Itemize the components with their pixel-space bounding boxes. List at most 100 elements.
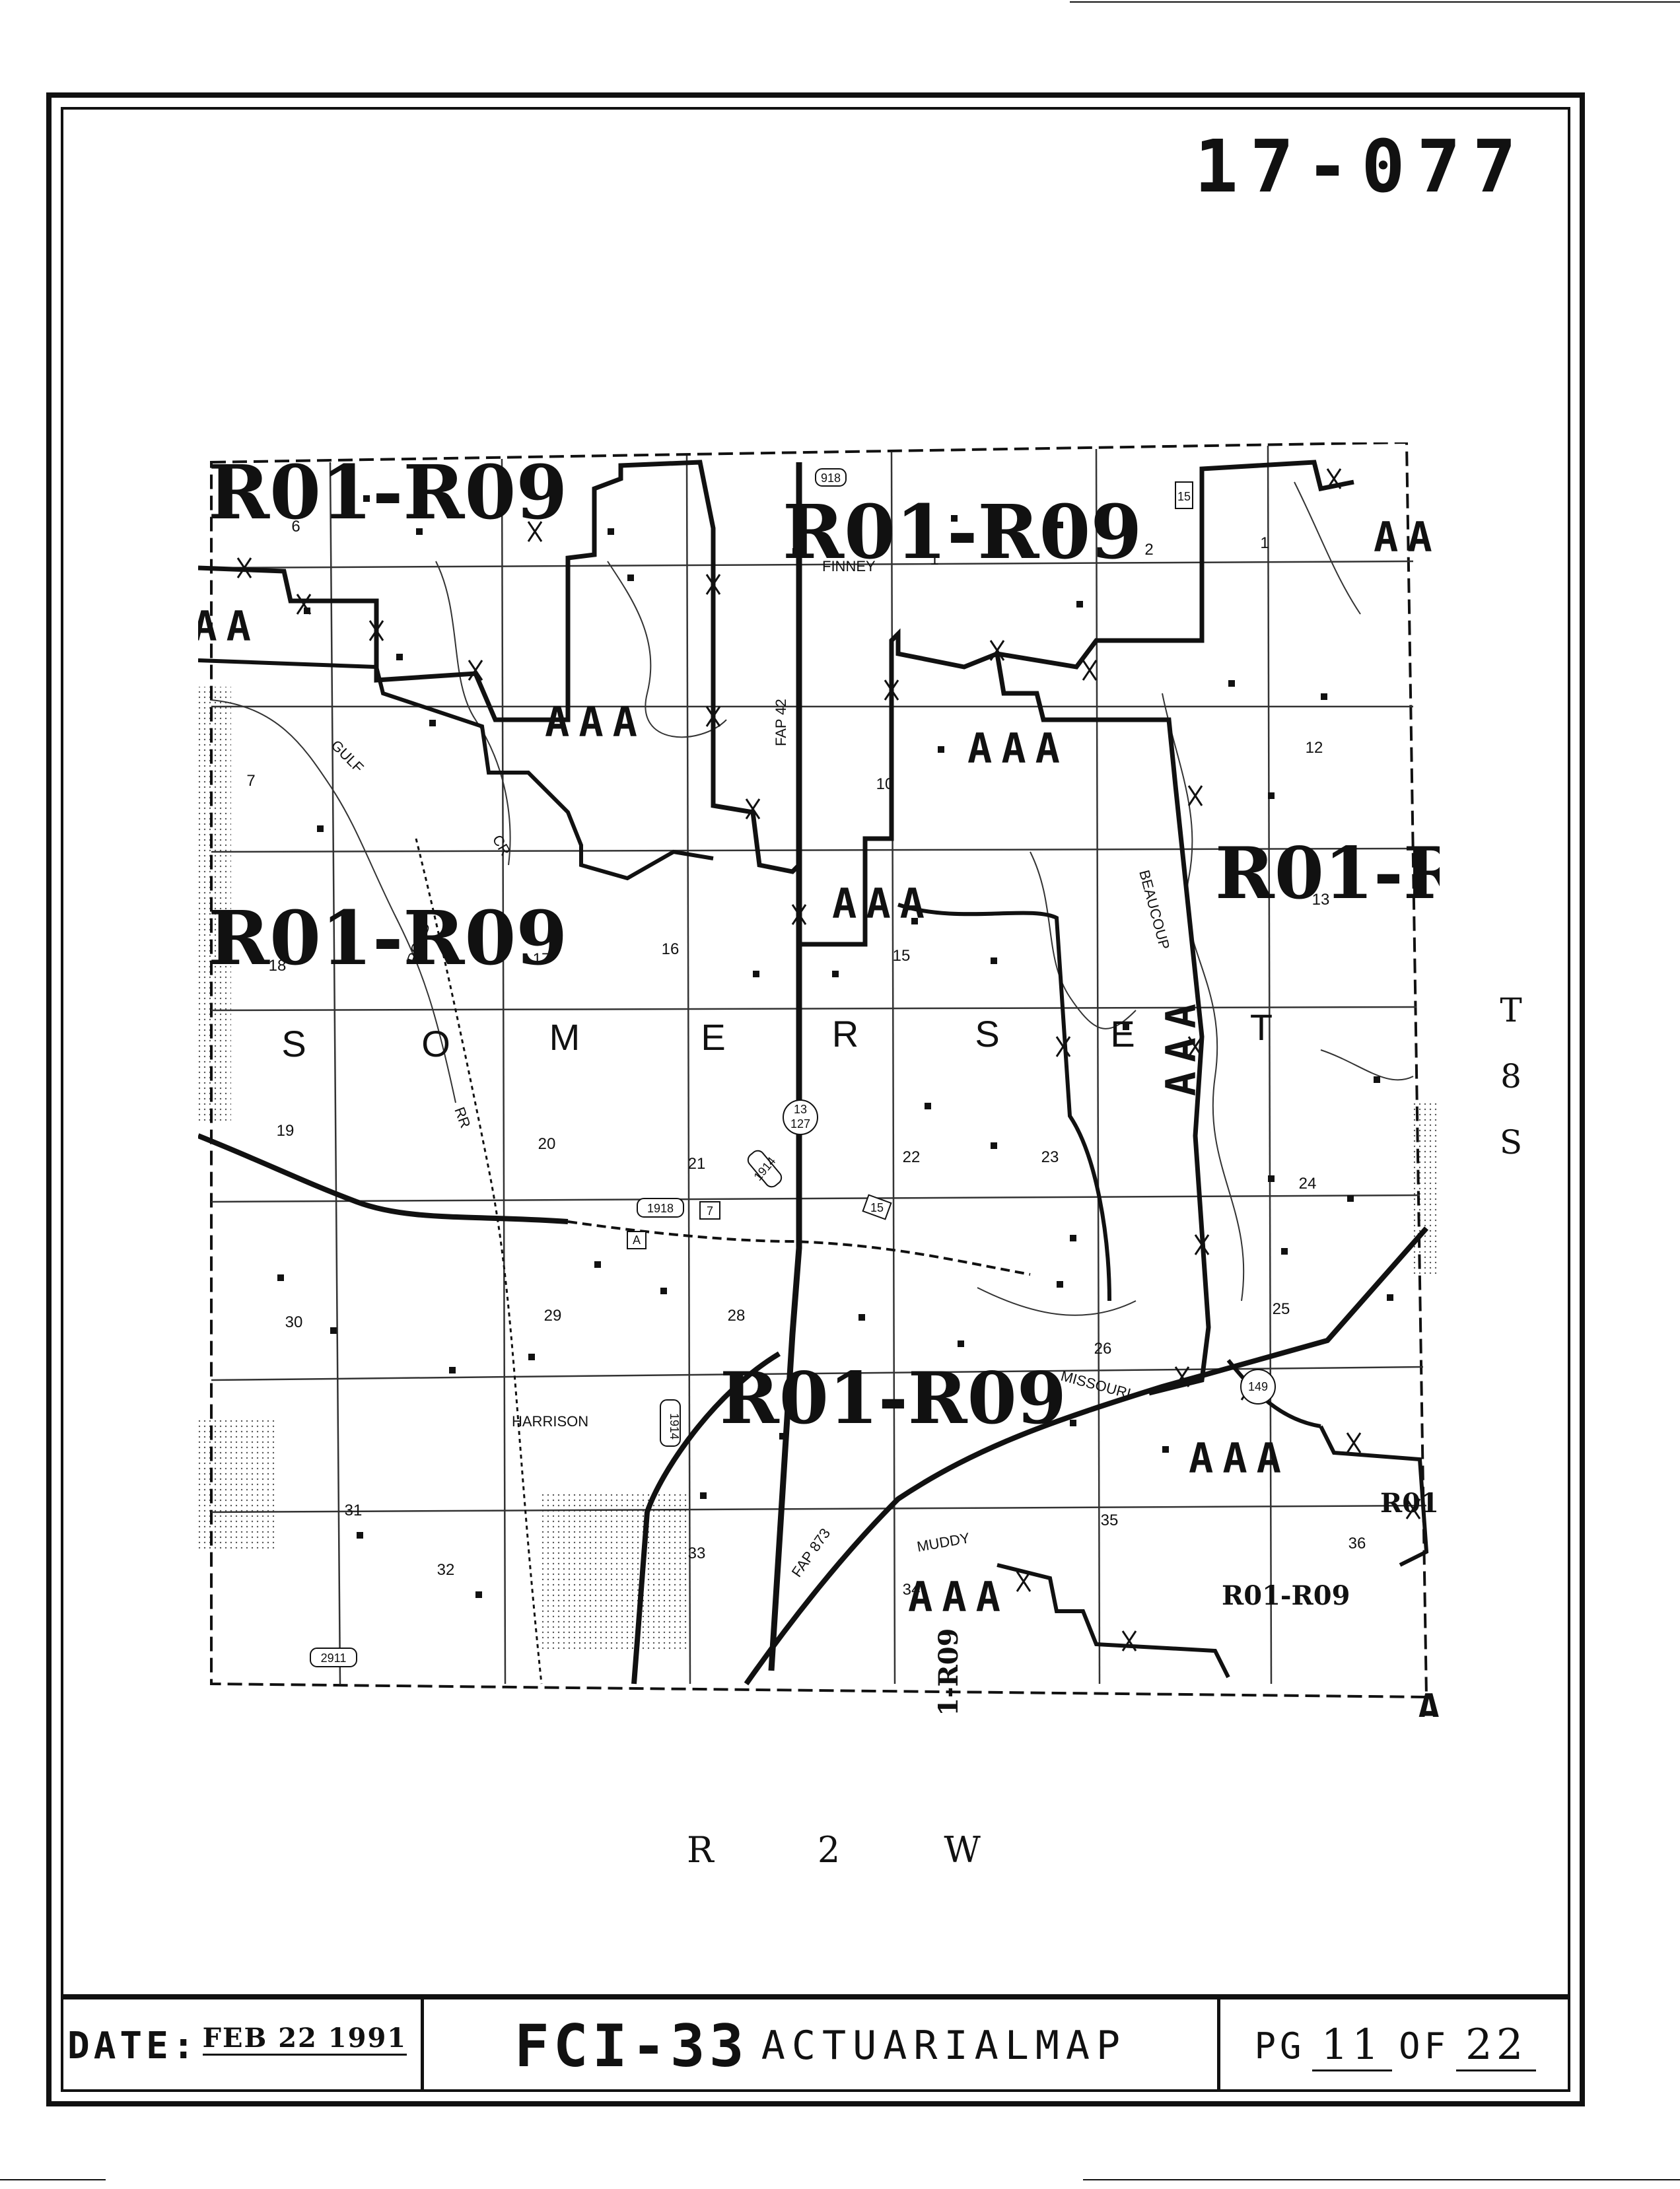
section-3: 1 xyxy=(930,551,938,569)
page-id: 17-077 xyxy=(1194,124,1528,209)
label-missouri: MISSOURI xyxy=(1059,1368,1133,1402)
page-current: 11 xyxy=(1312,2021,1392,2071)
stipple-area xyxy=(198,687,231,1123)
hazard-label: AAA xyxy=(1374,513,1440,561)
label-rr: RR xyxy=(451,1105,473,1130)
date-value: FEB 22 1991 xyxy=(202,2023,407,2056)
section-16: 16 xyxy=(662,940,680,958)
label-beaucoup: BEAUCOUP xyxy=(1136,868,1173,952)
route-15-south: 15 xyxy=(870,1201,884,1214)
rate-labels: R01-R09 R01-R09 R01-R09 R01-R09 R01-R09 … xyxy=(208,450,1440,1717)
section-32: 32 xyxy=(437,1561,455,1579)
page-total: 22 xyxy=(1456,2021,1537,2071)
page-inner-frame xyxy=(61,107,1570,2092)
route-1918: 1918 xyxy=(647,1202,674,1215)
route-127: 127 xyxy=(790,1117,810,1130)
rate-label: R01-R09 xyxy=(1222,1580,1350,1611)
rate-label: R01-R09 xyxy=(208,450,567,536)
section-26: 26 xyxy=(1094,1340,1112,1358)
hazard-label: AAA xyxy=(545,698,647,746)
township-letter-e: E xyxy=(701,1016,725,1058)
page-of-label: OF xyxy=(1399,2025,1450,2067)
route-7: 7 xyxy=(707,1204,713,1218)
township-map: 6 1 2 1 7 10 12 13 15 16 17 18 19 20 21 … xyxy=(198,442,1440,1717)
township-letter-m: M xyxy=(549,1016,580,1058)
township-letter-o: O xyxy=(421,1023,450,1064)
structures xyxy=(277,495,1393,1598)
section-30: 30 xyxy=(285,1313,303,1331)
section-33: 33 xyxy=(688,1545,706,1562)
section-18: 18 xyxy=(269,957,287,975)
section-21: 21 xyxy=(688,1155,706,1173)
date-cell: DATE: FEB 22 1991 xyxy=(61,1999,424,2092)
section-2: 2 xyxy=(1144,541,1153,559)
township-letter-r: R xyxy=(832,1013,858,1055)
route-a: A xyxy=(633,1233,641,1247)
stipple-area xyxy=(542,1492,687,1651)
section-35: 35 xyxy=(1101,1511,1119,1529)
railroads xyxy=(415,838,543,1685)
hazard-label: AAA xyxy=(967,724,1069,773)
hazard-label: AAA xyxy=(908,1573,1010,1621)
section-1: 1 xyxy=(1260,534,1269,552)
bottom-rule-right xyxy=(1083,2179,1680,2180)
top-rule xyxy=(1070,1,1680,3)
page-frame xyxy=(46,92,1585,2106)
label-harrison: HARRISON xyxy=(512,1413,588,1430)
hazard-label: AAA xyxy=(198,602,260,650)
label-finney: FINNEY xyxy=(822,558,876,574)
township-letter-e2: E xyxy=(1110,1013,1135,1055)
section-12: 12 xyxy=(1306,739,1323,757)
section-15: 15 xyxy=(893,947,911,965)
township-name: S O M E R S E T xyxy=(281,1006,1273,1064)
township-label-t: T xyxy=(1500,991,1522,1029)
section-25: 25 xyxy=(1273,1300,1290,1318)
title-cell: FCI-33 ACTUARIALMAP xyxy=(424,1999,1220,2092)
township-letter-t: T xyxy=(1250,1006,1273,1048)
township-letter-s2: S xyxy=(975,1013,999,1055)
section-22: 22 xyxy=(903,1148,921,1166)
section-10: 10 xyxy=(876,775,894,793)
form-code: FCI-33 xyxy=(514,2011,748,2080)
stipple-area xyxy=(198,1420,277,1552)
rate-label: R01-R09 xyxy=(1215,832,1440,915)
rating-boundary xyxy=(198,460,1429,1679)
page-label: PG xyxy=(1254,2025,1306,2067)
section-6: 6 xyxy=(291,518,300,536)
rate-label: R01-R09 xyxy=(783,489,1142,576)
township-label: T 8 S xyxy=(1491,977,1531,1175)
form-name: ACTUARIALMAP xyxy=(761,2023,1127,2069)
route-shields: 918 15 13 127 1918 7 15 1914 1914 149 29… xyxy=(310,468,1276,1667)
section-23: 23 xyxy=(1041,1148,1059,1166)
hazard-label: AAA xyxy=(1417,1685,1440,1717)
streams xyxy=(211,481,1414,1316)
section-13: 13 xyxy=(1312,891,1330,909)
rate-label: R01-R09 xyxy=(720,1357,1067,1440)
route-13: 13 xyxy=(794,1103,807,1116)
range-label: R 2 W xyxy=(687,1829,1027,1871)
route-918: 918 xyxy=(821,471,841,485)
label-fap873: FAP 873 xyxy=(788,1525,834,1580)
date-label: DATE: xyxy=(67,2024,199,2067)
page-cell: PG 11 OF 22 xyxy=(1220,1999,1570,2092)
section-numbers: 6 1 2 1 7 10 12 13 15 16 17 18 19 20 21 … xyxy=(246,518,1366,1599)
section-28: 28 xyxy=(728,1307,746,1325)
label-fap42: FAP 42 xyxy=(773,699,789,746)
hazard-labels: AAA AAA AAA AAA AAA AAA AAA AAA AAA xyxy=(198,513,1440,1717)
section-34: 34 xyxy=(903,1581,921,1599)
section-17: 17 xyxy=(533,950,551,968)
label-muddy: MUDDY xyxy=(916,1529,971,1555)
label-gulf: GULF xyxy=(328,737,367,776)
section-24: 24 xyxy=(1299,1175,1317,1193)
route-15-north: 15 xyxy=(1177,490,1191,503)
township-label-s: S xyxy=(1499,1123,1523,1162)
section-31: 31 xyxy=(345,1502,363,1519)
title-block: DATE: FEB 22 1991 FCI-33 ACTUARIALMAP PG… xyxy=(61,1994,1570,2092)
rate-label: R01-R09 xyxy=(1380,1488,1440,1519)
route-1914-south: 1914 xyxy=(668,1413,681,1440)
township-label-8: 8 xyxy=(1500,1057,1522,1095)
bottom-rule-left xyxy=(0,2179,106,2180)
hazard-label: AAA xyxy=(1157,994,1205,1096)
rate-label: R01-R09 xyxy=(933,1628,964,1717)
section-20: 20 xyxy=(538,1135,556,1153)
